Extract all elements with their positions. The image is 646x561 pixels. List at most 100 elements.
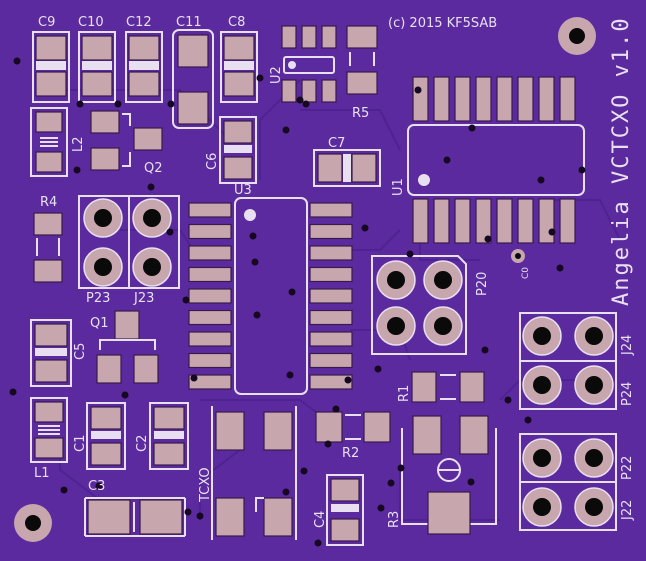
label-c5: C5 xyxy=(73,343,88,360)
resistor-r4 xyxy=(33,212,63,283)
u3-pin xyxy=(309,288,353,304)
via xyxy=(344,376,352,384)
u1-pin xyxy=(517,76,534,122)
u3-pin xyxy=(188,374,232,390)
cap-c12 xyxy=(125,31,163,103)
inductor-l1 xyxy=(30,397,68,463)
mounting-hole-bottom-left xyxy=(14,504,52,542)
via xyxy=(406,250,414,258)
u1-pin xyxy=(412,76,429,122)
label-u2: U2 xyxy=(269,66,284,84)
drill-hole xyxy=(387,317,405,335)
u1-pin xyxy=(559,76,576,122)
label-c10: C10 xyxy=(78,15,104,30)
ic-u1 xyxy=(407,124,585,196)
label-c7: C7 xyxy=(328,136,345,151)
u3-pin xyxy=(309,309,353,326)
u1-pin xyxy=(454,198,471,244)
u3-pin xyxy=(188,266,232,283)
via xyxy=(302,100,310,108)
u3-pin xyxy=(188,223,232,240)
via xyxy=(468,124,476,132)
via xyxy=(504,396,512,404)
cap-c1 xyxy=(86,402,126,470)
label-c6: C6 xyxy=(205,153,220,170)
label-j24: J24 xyxy=(620,335,635,356)
via xyxy=(484,235,492,243)
via-c0 xyxy=(511,249,525,263)
drill-hole xyxy=(533,498,551,516)
cap-c6 xyxy=(219,116,257,184)
u1-pin xyxy=(412,198,429,244)
label-l2: L2 xyxy=(71,136,86,152)
u3-pin xyxy=(309,202,353,218)
u3-pin xyxy=(309,245,353,261)
via xyxy=(184,508,192,516)
via xyxy=(537,176,545,184)
trimmer-r3 xyxy=(401,415,497,535)
header-p23-j23 xyxy=(78,195,180,289)
cap-c11 xyxy=(172,29,214,129)
board-title: Angelia VCTCXO v1.0 xyxy=(609,16,634,306)
via xyxy=(397,464,405,472)
ic-u2 xyxy=(281,25,337,103)
cap-c3 xyxy=(84,497,186,537)
via xyxy=(95,482,103,490)
label-j22: J22 xyxy=(620,500,635,521)
label-p22: P22 xyxy=(620,456,635,480)
u3-pin xyxy=(309,331,353,347)
u1-pin xyxy=(454,76,471,122)
u3-pin xyxy=(309,352,353,369)
label-p20: P20 xyxy=(475,272,490,296)
via xyxy=(314,539,322,547)
header-j22-p22 xyxy=(519,433,617,531)
label-u3: U3 xyxy=(234,183,252,198)
cap-c9 xyxy=(32,31,70,103)
label-tcxo: TCXO xyxy=(198,467,213,503)
u3-pin xyxy=(188,309,232,326)
cap-c10 xyxy=(78,31,116,103)
via xyxy=(253,311,261,319)
label-p24: P24 xyxy=(620,382,635,406)
u1-pin xyxy=(538,76,555,122)
drill-hole xyxy=(143,209,161,227)
via xyxy=(548,228,556,236)
u1-pin xyxy=(559,198,576,244)
ic-u3 xyxy=(234,197,308,395)
u3-pin xyxy=(309,223,353,240)
via xyxy=(182,296,190,304)
via xyxy=(73,166,81,174)
via xyxy=(147,183,155,191)
via xyxy=(121,391,129,399)
label-c0: C0 xyxy=(521,267,531,279)
via xyxy=(361,224,369,232)
resistor-r2 xyxy=(315,411,391,443)
via xyxy=(282,126,290,134)
label-c4: C4 xyxy=(313,511,328,528)
via xyxy=(296,96,304,104)
u3-pin xyxy=(309,374,353,390)
label-c8: C8 xyxy=(228,15,245,30)
via xyxy=(249,232,257,240)
drill-hole xyxy=(434,271,452,289)
label-u1: U1 xyxy=(391,178,406,196)
via xyxy=(324,440,332,448)
inductor-l2 xyxy=(30,107,68,177)
drill-hole xyxy=(585,376,603,394)
via xyxy=(332,405,340,413)
label-j23: J23 xyxy=(133,291,154,306)
via xyxy=(467,478,475,486)
u1-pin xyxy=(433,198,450,244)
drill-hole xyxy=(533,376,551,394)
u3-pin xyxy=(188,352,232,369)
label-r3: R3 xyxy=(387,511,402,528)
label-c11: C11 xyxy=(176,15,202,30)
u1-pins xyxy=(412,76,576,244)
cap-c8 xyxy=(220,31,258,103)
cap-c7 xyxy=(313,149,381,187)
resistor-r5 xyxy=(346,25,378,95)
label-c2: C2 xyxy=(135,435,150,452)
resistor-r1 xyxy=(411,371,485,403)
via xyxy=(196,512,204,520)
